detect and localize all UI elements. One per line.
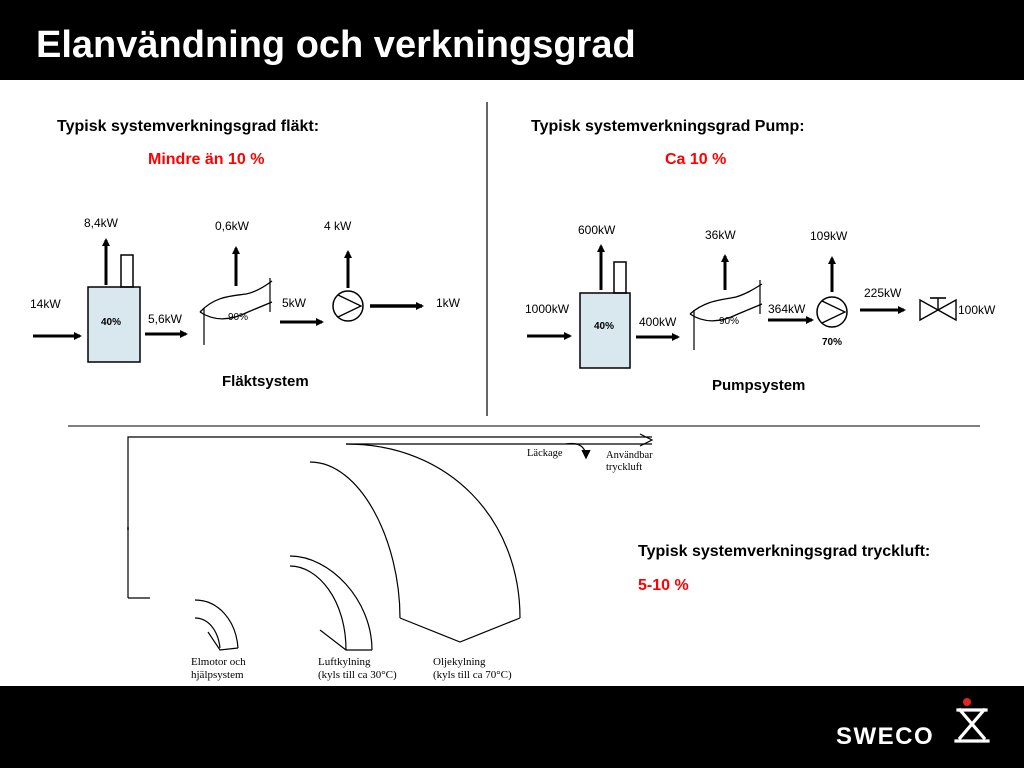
air-main-top [127,436,652,530]
footer-bar [0,686,1024,768]
pump-valve-icon [919,298,957,322]
air-oilcool-label-1: Oljekylning [433,656,486,668]
pump-motor-box [579,292,631,369]
pump-heading: Typisk systemverkningsgrad Pump: [531,118,805,135]
pump-pump-symbol [816,296,848,328]
air-leak-label: Läckage [527,448,563,459]
fan-diagram: 14kW 40% 8,4kW 5,6kW 90% 0,6kW 5kW 4 kW … [30,216,461,390]
pump-belt-upper [689,283,763,315]
air-motor-label-2: hjälpsystem [191,669,244,681]
pump-caption: Pumpsystem [712,377,805,394]
pump-motor-eff: 40% [594,321,614,332]
air-oilcool-label-2: (kyls till ca 70°C) [433,669,512,681]
fan-belt-lower [199,301,273,320]
fan-motor-box [87,286,141,363]
fan-caption: Fläktsystem [222,373,309,390]
pump-input-label: 1000kW [525,302,570,316]
sweco-logo-text: SWECO [836,723,934,750]
fan-belt-loss-label: 0,6kW [215,219,250,233]
fan-after-belt-label: 5kW [282,296,307,310]
fan-input-label: 14kW [30,297,61,311]
fan-after-motor-label: 5,6kW [148,312,183,326]
pump-motor-loss-label: 600kW [578,223,616,237]
pump-diagram: 1000kW 40% 600kW 400kW 90% 36kW 364kW 70… [525,223,996,394]
compressed-air-labels: Läckage Användbar tryckluft Elmotor och … [191,448,653,681]
pump-after-belt-label: 364kW [768,302,806,316]
fan-motor-stack [120,254,134,288]
air-oil-outer [345,443,521,619]
pump-pump-eff: 70% [822,337,842,348]
air-aircool-inner [289,565,347,651]
fan-motor-eff: 40% [101,317,121,328]
air-efficiency: 5-10 % [638,577,689,594]
fan-motor-loss-label: 8,4kW [84,216,119,230]
air-aircool-outer [289,555,373,651]
fan-heading: Typisk systemverkningsgrad fläkt: [57,118,320,135]
fan-belt-upper [199,280,273,313]
air-aircool-label-1: Luftkylning [318,656,371,668]
pump-output-label: 100kW [958,303,996,317]
sweco-logo: SWECO [836,698,990,750]
air-usable-label-1: Användbar [606,450,653,461]
energy-flow-diagrams: 14kW 40% 8,4kW 5,6kW 90% 0,6kW 5kW 4 kW … [30,102,996,681]
fan-output-label: 1kW [436,296,461,310]
pump-belt-lower [689,303,763,322]
pump-belt-loss-label: 36kW [705,228,736,242]
air-motor-outer [194,599,239,649]
fan-belt-eff: 90% [228,312,248,323]
fan-fan-symbol [332,290,364,322]
air-usable-label-2: tryckluft [606,462,642,473]
pump-after-pump-label: 225kW [864,286,902,300]
air-heading: Typisk systemverkningsgrad tryckluft: [638,543,931,560]
pump-after-motor-label: 400kW [639,315,677,329]
pump-motor-stack [613,261,627,294]
air-oil-arrowhead [399,617,521,643]
slide-title: Elanvändning och verkningsgrad [36,24,636,66]
air-motor-label-1: Elmotor och [191,656,246,668]
pump-efficiency: Ca 10 % [665,151,727,168]
air-oil-inner [309,461,401,619]
sweco-logo-dot [963,698,971,706]
title-bar: Elanvändning och verkningsgrad [0,0,1024,80]
sweco-logo-icon [954,707,990,743]
air-aircool-label-2: (kyls till ca 30°C) [318,669,397,681]
pump-belt-eff: 90% [719,316,739,327]
fan-efficiency: Mindre än 10 % [148,151,265,168]
compressed-air-sankey [127,433,654,651]
fan-fan-loss-label: 4 kW [324,219,352,233]
pump-pump-loss-label: 109kW [810,229,848,243]
